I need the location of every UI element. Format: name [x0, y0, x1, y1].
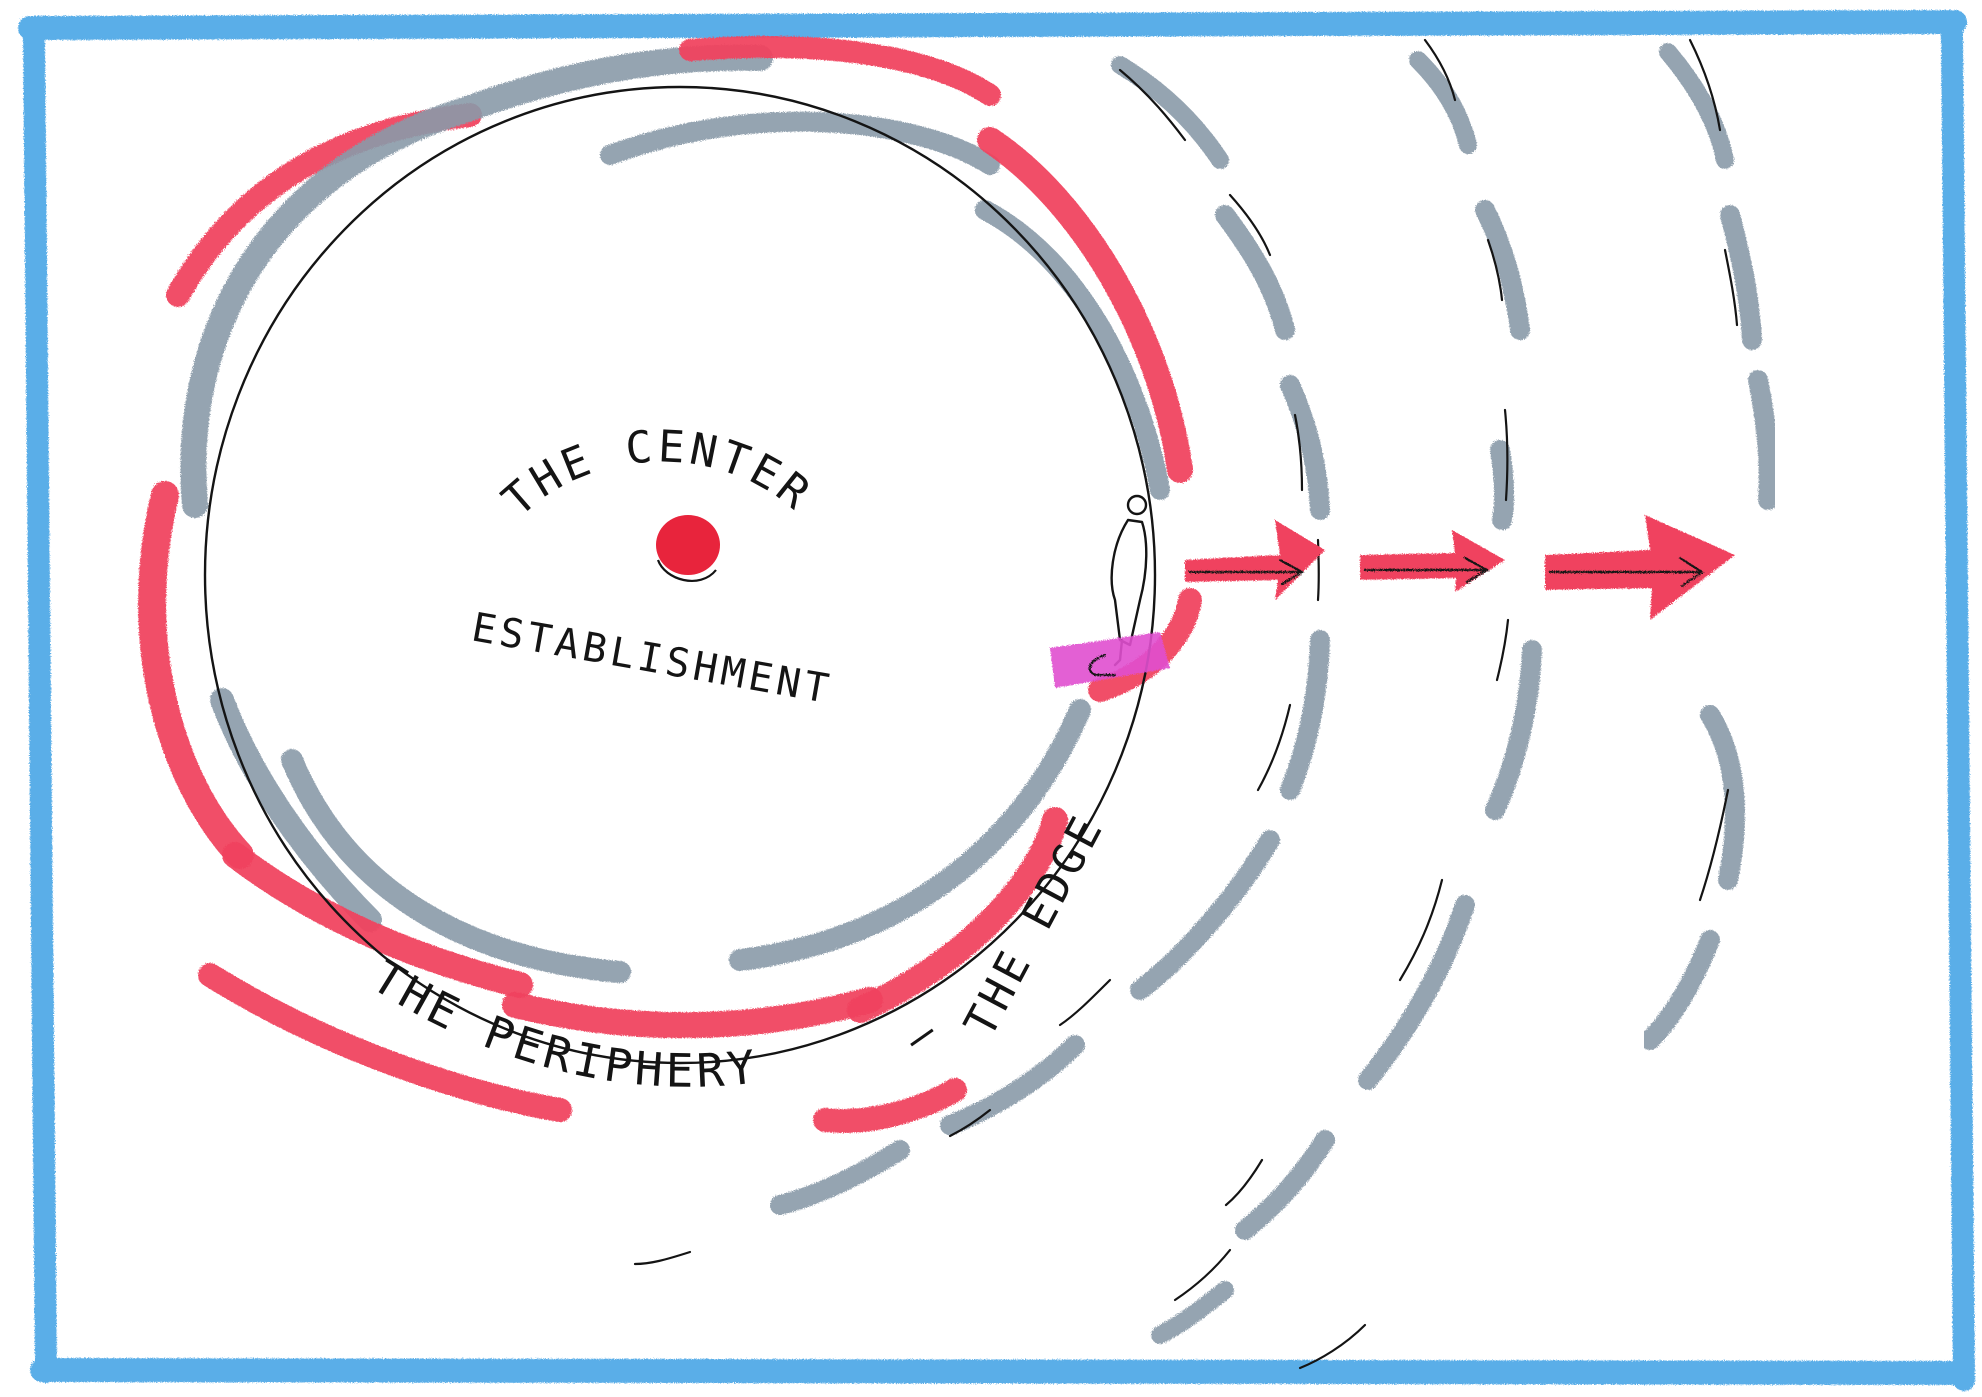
arrow-right-icon	[1185, 520, 1325, 600]
label-separator: –	[895, 1005, 949, 1064]
center-label: THE CENTER	[493, 421, 822, 526]
outward-arrows	[1185, 515, 1735, 620]
establishment-label: ESTABLISHMENT	[468, 605, 836, 714]
ripple-ring-1	[780, 65, 1320, 1205]
arrow-right-icon	[1360, 530, 1505, 592]
ripple-ring-2	[1160, 60, 1532, 1335]
center-dot-icon	[656, 515, 720, 581]
arrow-right-icon	[1545, 515, 1735, 620]
